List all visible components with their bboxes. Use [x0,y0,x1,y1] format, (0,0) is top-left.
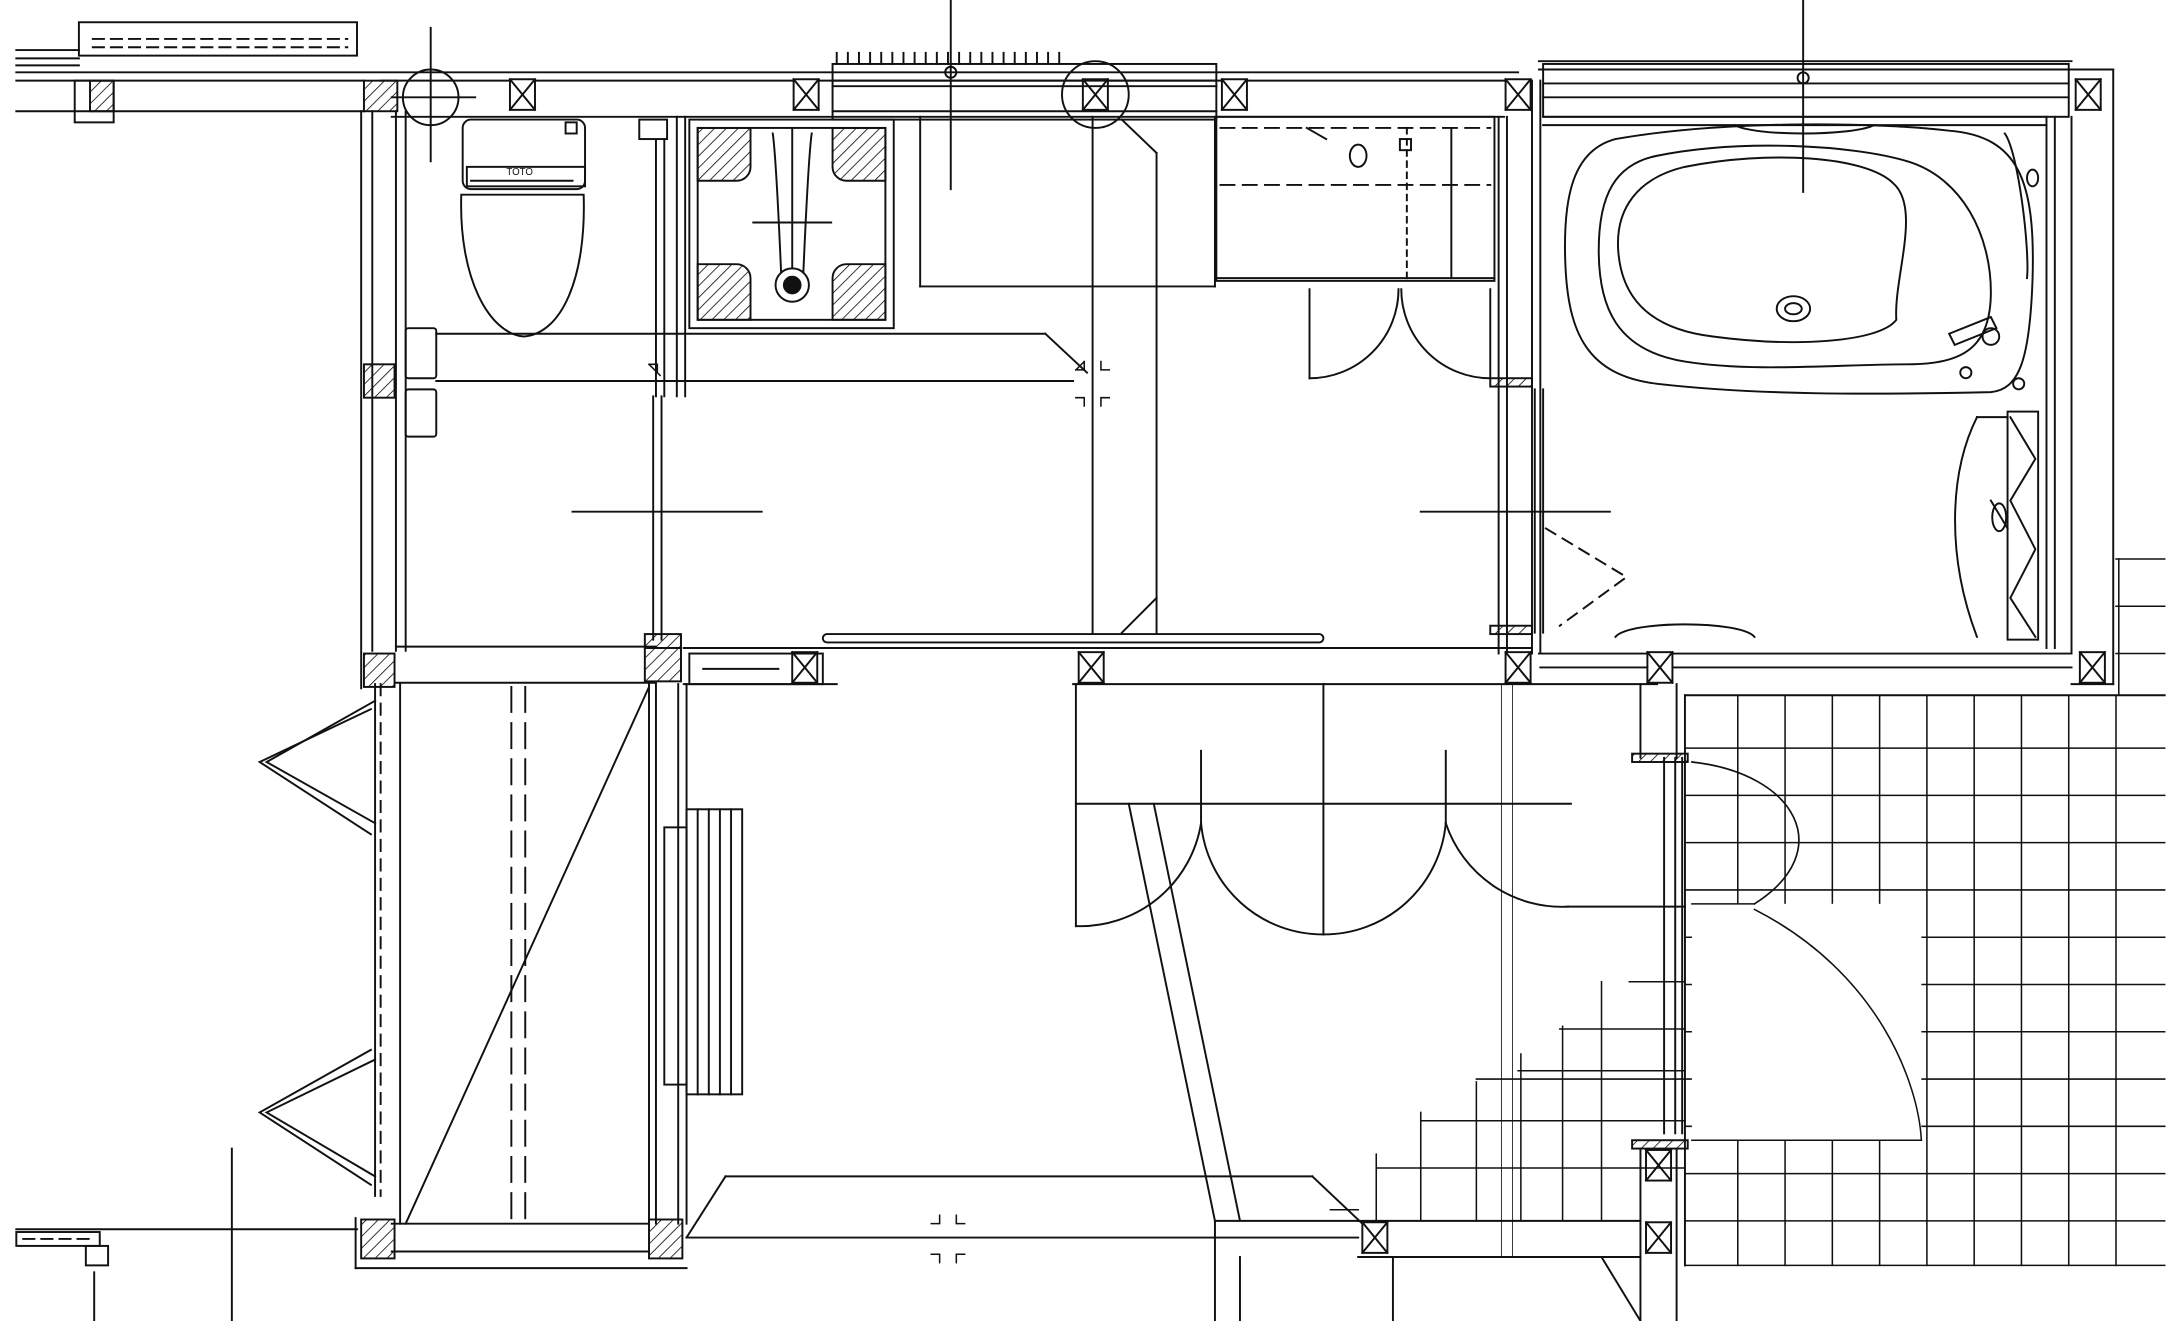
windows [390,0,2070,193]
shower-tray-icon [688,118,895,330]
tiled-floor [1684,558,2166,1267]
entry-closet [257,652,1364,1239]
washroom [919,115,1629,635]
toilet-brand-label: TOTO [506,167,533,178]
stair-and-closet [1074,683,1686,1258]
vent-markers [647,360,1111,1264]
bathtub-icon [1564,123,2040,641]
toilet-room: TOTO [404,118,1089,513]
toilet-icon: TOTO [460,118,587,338]
washbasin-icon [1215,115,1496,282]
